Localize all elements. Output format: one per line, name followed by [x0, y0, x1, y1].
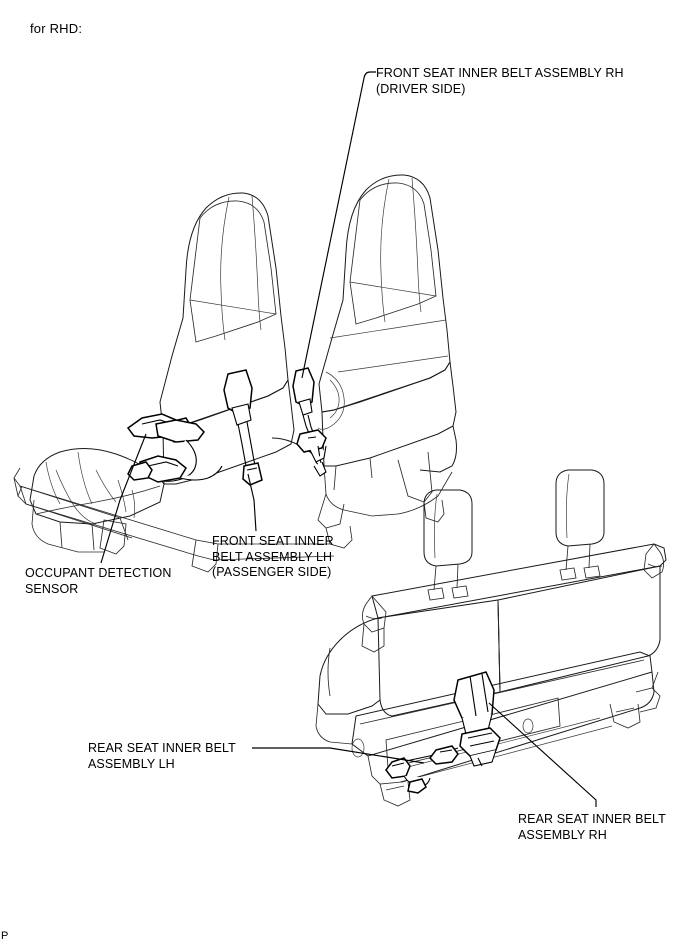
callout-leader-lines: [100, 71, 597, 807]
callout-front-seat-inner-belt-lh: FRONT SEAT INNER BELT ASSEMBLY LH (PASSE…: [212, 534, 334, 579]
front-seat-inner-belt-rh-part: [292, 367, 345, 477]
leader-rear-seat-inner-belt-lh: [252, 747, 425, 764]
callout-front-seat-inner-belt-rh: FRONT SEAT INNER BELT ASSEMBLY RH (DRIVE…: [376, 66, 624, 96]
leader-occupant-detection-sensor: [100, 433, 147, 564]
callout-occupant-detection-sensor: OCCUPANT DETECTION SENSOR: [25, 566, 172, 596]
occupant-detection-sensor-part: [126, 413, 223, 483]
front-seat-rh-illustration: [213, 174, 457, 561]
page-title: for RHD:: [30, 21, 83, 36]
leader-front-seat-inner-belt-rh: [301, 71, 376, 379]
callout-rear-seat-inner-belt-lh: REAR SEAT INNER BELT ASSEMBLY LH: [88, 741, 236, 771]
leader-front-seat-inner-belt-lh: [247, 473, 257, 532]
rear-seat-inner-belt-rh-part: [453, 671, 501, 767]
page-corner-mark: P: [1, 930, 9, 942]
callout-rear-seat-inner-belt-rh: REAR SEAT INNER BELT ASSEMBLY RH: [518, 812, 666, 842]
front-seat-lh-illustration: [13, 192, 295, 573]
leader-rear-seat-inner-belt-rh: [488, 702, 597, 807]
front-seat-inner-belt-lh-part: [223, 369, 263, 486]
rear-seat-inner-belt-lh-part: [385, 745, 459, 794]
